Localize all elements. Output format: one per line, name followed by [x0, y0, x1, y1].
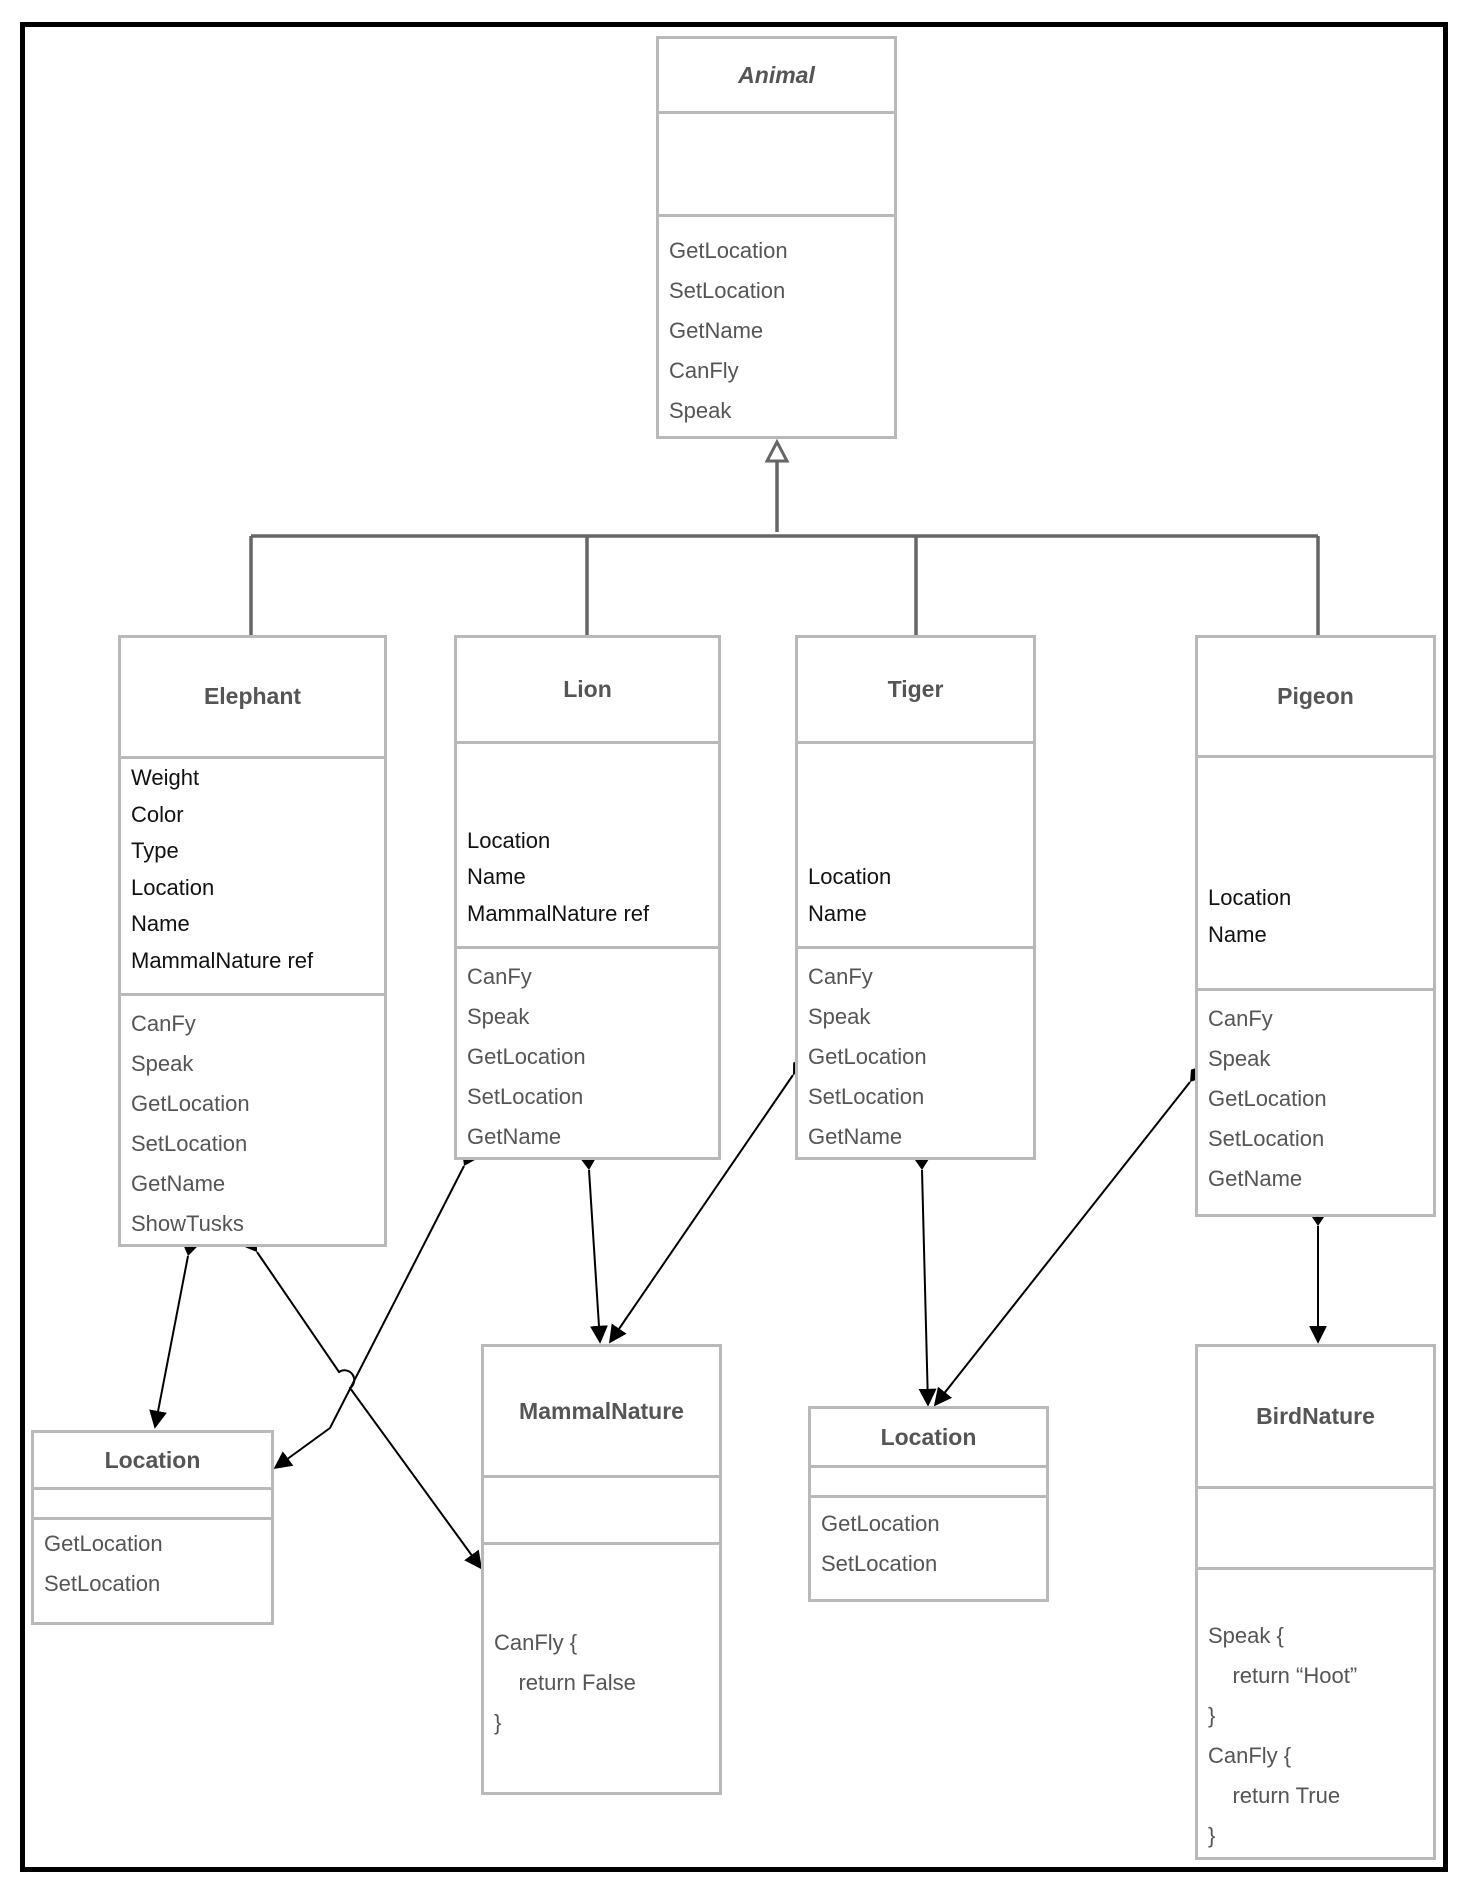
operation: CanFy — [131, 1011, 196, 1036]
attribute: Location — [467, 827, 551, 853]
class-name: Tiger — [887, 675, 944, 702]
attributes-section: Weight Color Type Location Name MammalNa… — [121, 755, 384, 993]
diagram-frame — [20, 22, 1448, 1872]
attribute: Location — [1208, 885, 1292, 910]
operation: GetLocation — [44, 1531, 163, 1556]
attributes-section — [1198, 1486, 1433, 1567]
operations-section: Speak { return “Hoot” } CanFly { return … — [1198, 1567, 1433, 1857]
operation: SetLocation — [821, 1551, 938, 1576]
operation: SetLocation — [131, 1131, 248, 1156]
operation: Speak — [467, 1004, 530, 1029]
operation: } — [1208, 1823, 1216, 1848]
operation: GetLocation — [669, 238, 788, 263]
operation: SetLocation — [467, 1084, 584, 1109]
attributes-section — [34, 1487, 271, 1517]
operation: SetLocation — [808, 1084, 925, 1109]
class-elephant: Elephant Weight Color Type Location Name… — [118, 635, 387, 1247]
operation: } — [494, 1710, 502, 1735]
attributes-section — [659, 111, 894, 214]
operations-section: CanFy Speak GetLocation SetLocation GetN… — [798, 946, 1033, 1157]
attribute: Location — [808, 864, 892, 889]
operation: Speak — [1208, 1046, 1271, 1071]
attributes-section — [811, 1465, 1046, 1495]
class-name: BirdNature — [1256, 1403, 1375, 1429]
operation: GetLocation — [808, 1044, 927, 1069]
operation: return False — [494, 1670, 636, 1695]
operation: return “Hoot” — [1208, 1663, 1358, 1688]
operation: SetLocation — [44, 1571, 161, 1596]
operation: ShowTusks — [131, 1211, 244, 1236]
operations-section: GetLocation SetLocation GetName CanFly S… — [659, 214, 894, 436]
attribute: Type — [131, 838, 179, 863]
operation: CanFly — [669, 358, 739, 383]
operation: CanFy — [1208, 1006, 1273, 1031]
attributes-section — [484, 1475, 719, 1542]
operation: GetName — [1208, 1166, 1303, 1191]
operation: SetLocation — [669, 278, 786, 303]
operations-section: CanFy Speak GetLocation SetLocation GetN… — [121, 993, 384, 1244]
class-name: Location — [880, 1423, 977, 1450]
operation: GetName — [467, 1124, 562, 1149]
class-name: Location — [104, 1446, 201, 1473]
class-name: Lion — [563, 675, 612, 702]
operation: CanFly { — [494, 1630, 578, 1655]
operation: GetLocation — [1208, 1086, 1327, 1111]
class-animal: Animal GetLocation SetLocation GetName C… — [656, 36, 897, 439]
class-location-right: Location GetLocation SetLocation — [808, 1406, 1049, 1602]
attribute: Color — [131, 801, 184, 827]
attribute: Name — [1208, 921, 1267, 947]
operation: Speak — [808, 1004, 871, 1029]
attribute: Name — [467, 864, 526, 889]
attributes-section: Location Name MammalNature ref — [457, 740, 718, 946]
operation: return True — [1208, 1783, 1341, 1808]
attribute: Name — [808, 900, 867, 926]
operation: CanFly { — [1208, 1743, 1292, 1768]
operations-section: GetLocation SetLocation — [811, 1495, 1046, 1599]
attribute: Weight — [131, 765, 200, 790]
operation: Speak — [131, 1051, 194, 1076]
class-location-left: Location GetLocation SetLocation — [31, 1430, 274, 1625]
class-name: MammalNature — [519, 1397, 684, 1424]
operation: } — [1208, 1703, 1216, 1728]
operation: CanFy — [467, 964, 532, 989]
class-birdnature: BirdNature Speak { return “Hoot” } CanFl… — [1195, 1344, 1436, 1860]
operation: GetName — [669, 318, 764, 343]
operation: SetLocation — [1208, 1126, 1325, 1151]
attribute: MammalNature ref — [467, 900, 650, 926]
class-name: Pigeon — [1277, 683, 1354, 709]
operations-section: GetLocation SetLocation — [34, 1517, 271, 1622]
operation: CanFy — [808, 964, 873, 989]
operations-section: CanFly { return False } — [484, 1542, 719, 1792]
attribute: Name — [131, 911, 190, 936]
class-lion: Lion Location Name MammalNature ref CanF… — [454, 635, 721, 1160]
class-name: Elephant — [203, 683, 302, 710]
operation: GetLocation — [467, 1044, 586, 1069]
attributes-section: Location Name — [1198, 755, 1433, 988]
class-pigeon: Pigeon Location Name CanFy Speak GetLoca… — [1195, 635, 1436, 1217]
operation: GetName — [808, 1124, 903, 1149]
class-mammalnature: MammalNature CanFly { return False } — [481, 1344, 722, 1795]
operations-section: CanFy Speak GetLocation SetLocation GetN… — [457, 946, 718, 1157]
operations-section: CanFy Speak GetLocation SetLocation GetN… — [1198, 988, 1433, 1214]
attribute: Location — [131, 874, 215, 900]
class-name: Animal — [738, 61, 815, 88]
operation: Speak — [669, 398, 732, 423]
operation: Speak { — [1208, 1623, 1284, 1648]
operation: GetName — [131, 1171, 226, 1196]
attribute: MammalNature ref — [131, 947, 314, 973]
class-tiger: Tiger Location Name CanFy Speak GetLocat… — [795, 635, 1036, 1160]
attributes-section: Location Name — [798, 740, 1033, 946]
operation: GetLocation — [131, 1091, 250, 1116]
operation: GetLocation — [821, 1511, 940, 1536]
